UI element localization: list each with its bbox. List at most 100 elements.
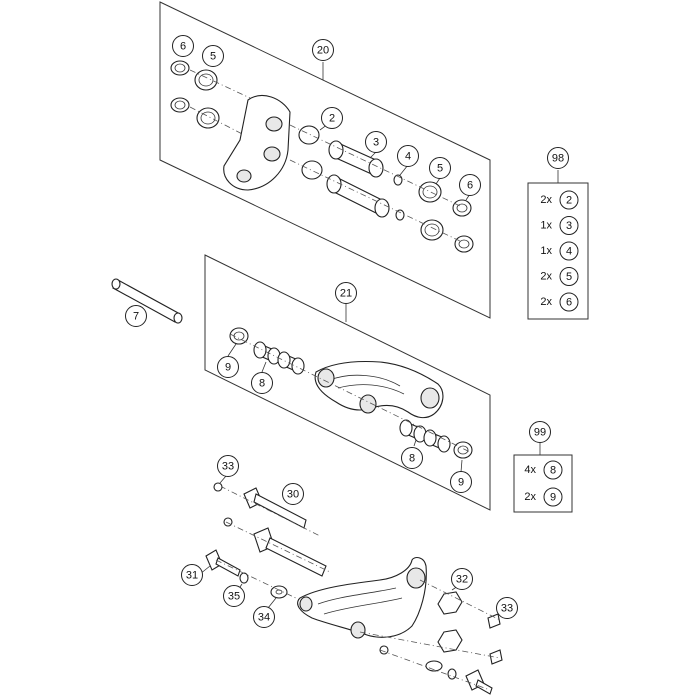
part-6-washer-right-top [452,199,472,217]
callout-c6a: 6 [172,35,194,57]
callout-circle [335,282,357,304]
callout-c6b: 6 [459,174,481,196]
callout-c98: 98 [547,147,569,169]
callout-c99: 99 [529,421,551,443]
callout-circle [253,606,275,628]
kit99-qty: 2x [524,491,536,503]
part-2-bearing-lower [301,160,323,180]
part-8-bearing-right-a [399,419,427,443]
callout-c32: 32 [451,568,473,590]
callout-c3: 3 [365,131,387,153]
kit98-part-circle [559,216,579,235]
callout-circle [217,356,239,378]
kit98-part-number: 6 [566,297,572,309]
kit99-qty: 4x [524,464,536,476]
part-5-seal-right-top [418,181,442,203]
callout-c9a: 9 [217,356,239,378]
callout-c31: 31 [181,564,203,586]
callout-c20: 20 [312,39,334,61]
kit98-qty: 2x [540,271,552,283]
callout-c5b: 5 [429,157,451,179]
callout-circle [282,483,304,505]
callout-number: 30 [287,489,299,501]
part-6-washer-top [170,60,190,76]
part-8-bearing-right-b [423,429,451,453]
part-33-screw-right-lower [489,649,503,665]
callout-circle [529,421,551,443]
rocker-arm-body [314,360,444,419]
small-screw-bottom [379,645,389,655]
callout-c7: 7 [125,305,147,327]
callout-number: 33 [501,603,513,615]
part-32-nut-lower [437,629,463,653]
callout-number: 5 [437,163,443,175]
callout-circle [451,568,473,590]
part-34-washer [270,585,288,599]
part-7-sleeve [111,278,183,324]
part-30-bolt [243,487,307,529]
callout-number: 35 [228,591,240,603]
kit98-qty: 2x [540,194,552,206]
callout-circle [321,107,343,129]
lower-rocker-body [297,556,427,638]
callout-number: 8 [409,453,415,465]
kit98-part-number: 2 [566,195,572,207]
callout-circle [217,455,239,477]
callout-circle [181,564,203,586]
callout-number: 33 [222,461,234,473]
kit98-part-number: 5 [566,271,572,283]
callout-number: 8 [259,378,265,390]
part-33-screw-right-upper [487,613,501,629]
callout-circle [397,145,419,167]
bottom-assembly-group [199,475,503,695]
long-bolt [253,527,327,577]
linkage-lever-body [223,95,291,191]
assembly-21-group [204,254,491,511]
callout-number: 98 [552,153,564,165]
callout-c30: 30 [282,483,304,505]
callout-circle [547,147,569,169]
callout-circle [312,39,334,61]
part-8-bearing-left-b [277,351,305,375]
callout-number: 4 [405,151,411,163]
callout-circle [202,45,224,67]
kit98-part-number: 3 [566,220,572,232]
part-2-bearing-top [298,125,320,145]
assembly-20-frame [159,1,491,319]
callout-circle [251,372,273,394]
callout-c35: 35 [223,585,245,607]
part-5-seal-right-lower [420,219,444,241]
callout-circle [429,157,451,179]
callout-circle [459,174,481,196]
callout-number: 3 [373,137,379,149]
kit98-qty: 1x [540,245,552,257]
kit98-part-circle [559,292,579,312]
callout-circle [125,305,147,327]
callout-circle [365,131,387,153]
callout-c9b: 9 [450,471,472,493]
callout-number: 31 [186,570,198,582]
callout-number: 20 [317,45,329,57]
callout-number: 7 [133,311,139,323]
callout-circle [401,447,423,469]
part-9-seal-right [453,441,473,459]
kit98-part-circle [559,267,579,286]
part-32-nut-upper [437,591,463,615]
callout-c21: 21 [335,282,357,304]
kit99-part-circle [543,460,563,480]
part-3-sleeve-lower [326,174,390,218]
callout-c33a: 33 [217,455,239,477]
callout-circle [450,471,472,493]
kit98-part-circle [559,241,579,261]
callout-c2: 2 [321,107,343,129]
callout-number: 6 [180,41,186,53]
callout-number: 5 [210,51,216,63]
callout-c8a: 8 [251,372,273,394]
kit99-part-number: 9 [550,492,556,504]
callout-number: 9 [225,362,231,374]
part-5-seal-lower [196,107,220,129]
callout-circle [172,35,194,57]
